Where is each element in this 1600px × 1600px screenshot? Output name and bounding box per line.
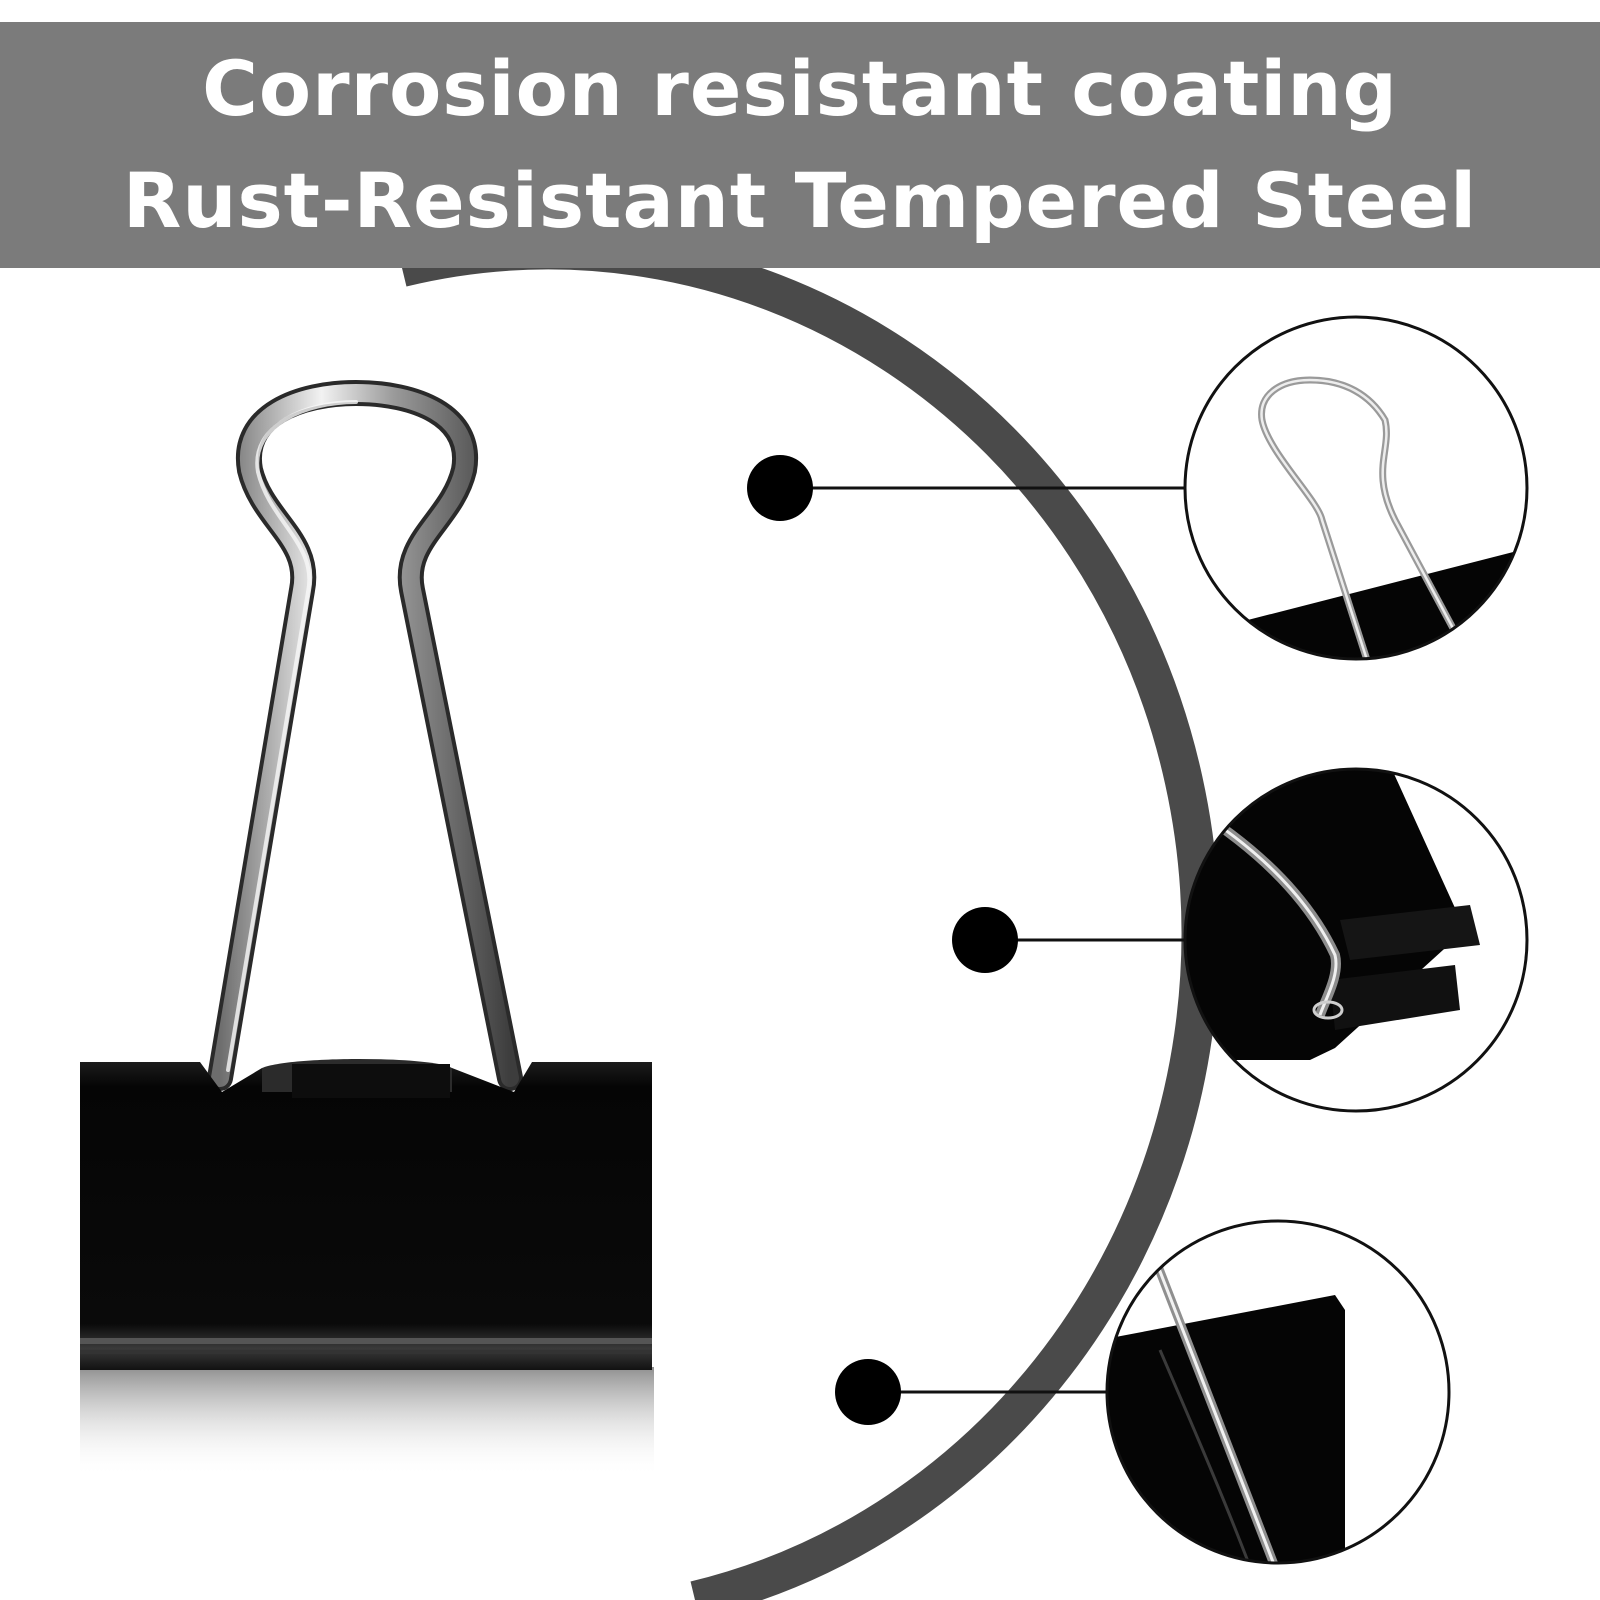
headline-line-1: Corrosion resistant coating: [202, 44, 1398, 133]
handle-loop-detail-icon: [1183, 315, 1529, 661]
hinge-detail-icon: [1183, 767, 1529, 1113]
clip-body: [80, 1059, 652, 1370]
edge-detail-icon: [1105, 1219, 1451, 1565]
clip-reflection: [80, 1367, 654, 1477]
callout-connector-top: [747, 455, 1185, 521]
callout-connector-bottom: [835, 1359, 1107, 1425]
headline-banner: Corrosion resistant coating Rust-Resista…: [0, 22, 1600, 268]
callout-connector-middle: [952, 907, 1185, 973]
headline-line-2: Rust-Resistant Tempered Steel: [122, 156, 1478, 245]
clip-wire-handle: [207, 380, 523, 1091]
decorative-arc: [397, 231, 1220, 1600]
